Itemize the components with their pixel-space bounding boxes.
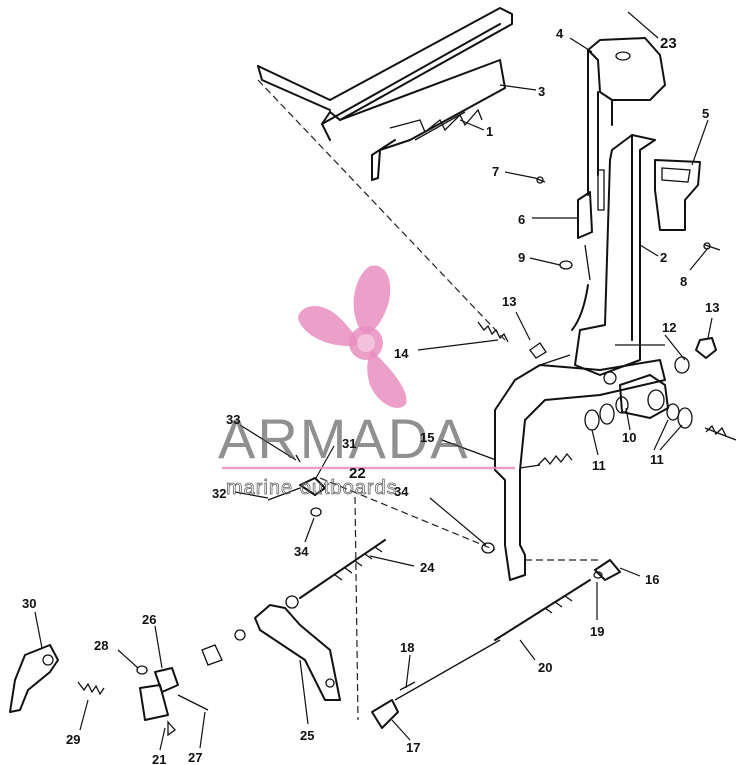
callout-33: 33 bbox=[226, 412, 240, 427]
callout-8: 8 bbox=[680, 274, 687, 289]
callout-22: 22 bbox=[349, 465, 366, 482]
callout-26: 26 bbox=[142, 612, 156, 627]
callout-1: 1 bbox=[486, 124, 493, 139]
callout-27: 27 bbox=[188, 750, 202, 765]
callout-11-left: 11 bbox=[592, 458, 606, 473]
left-linkage bbox=[9, 629, 246, 737]
callout-leaders bbox=[34, 11, 713, 751]
callout-28: 28 bbox=[94, 638, 108, 653]
callout-5: 5 bbox=[702, 106, 709, 121]
rod-and-clevis bbox=[371, 559, 621, 729]
callout-19: 19 bbox=[590, 624, 604, 639]
callout-34-right: 34 bbox=[394, 484, 409, 499]
watermark-tagline: marine outboards bbox=[226, 477, 398, 499]
callout-34-left: 34 bbox=[294, 544, 309, 559]
dash-line-linkage bbox=[319, 477, 496, 551]
callout-3: 3 bbox=[538, 84, 545, 99]
callout-29: 29 bbox=[66, 732, 80, 747]
callout-2: 2 bbox=[660, 250, 667, 265]
link-assembly bbox=[267, 454, 495, 554]
mounting-bracket-assembly bbox=[257, 7, 513, 181]
lower-arm bbox=[494, 354, 666, 581]
pivot-hardware bbox=[529, 337, 736, 441]
propeller-logo-icon bbox=[298, 265, 407, 408]
callout-18: 18 bbox=[400, 640, 414, 655]
callout-11-right: 11 bbox=[650, 452, 664, 467]
callout-15: 15 bbox=[420, 430, 434, 445]
handle-socket bbox=[654, 159, 701, 231]
callout-16: 16 bbox=[645, 572, 659, 587]
callout-31: 31 bbox=[342, 436, 356, 451]
callout-numbers: 1 2 3 4 5 6 7 8 9 10 11 11 12 13 13 14 1… bbox=[22, 26, 719, 765]
callout-30: 30 bbox=[22, 596, 36, 611]
callout-23: 23 bbox=[660, 35, 677, 52]
small-hardware bbox=[534, 176, 721, 331]
callout-21: 21 bbox=[152, 752, 166, 765]
callout-17: 17 bbox=[406, 740, 420, 755]
dash-line-vertical bbox=[354, 496, 359, 721]
handle-grip bbox=[587, 37, 666, 196]
callout-10: 10 bbox=[622, 430, 636, 445]
callout-13-left: 13 bbox=[502, 294, 516, 309]
callout-7: 7 bbox=[492, 164, 499, 179]
dash-line-bracket bbox=[257, 79, 506, 341]
callout-12: 12 bbox=[662, 320, 676, 335]
callout-20: 20 bbox=[538, 660, 552, 675]
armada-watermark: ARMADA marine outboards bbox=[218, 265, 515, 499]
callout-13-right: 13 bbox=[705, 300, 719, 315]
callout-6: 6 bbox=[518, 212, 525, 227]
handle-lever bbox=[574, 134, 656, 376]
watermark-name: ARMADA bbox=[218, 407, 470, 470]
spring-bolts bbox=[477, 321, 727, 469]
callout-4: 4 bbox=[556, 26, 564, 41]
callout-24: 24 bbox=[420, 560, 435, 575]
callout-32: 32 bbox=[212, 486, 226, 501]
threaded-rod bbox=[285, 539, 386, 609]
callout-9: 9 bbox=[518, 250, 525, 265]
lower-bracket bbox=[254, 604, 341, 701]
callout-25: 25 bbox=[300, 728, 314, 743]
callout-14: 14 bbox=[394, 346, 409, 361]
